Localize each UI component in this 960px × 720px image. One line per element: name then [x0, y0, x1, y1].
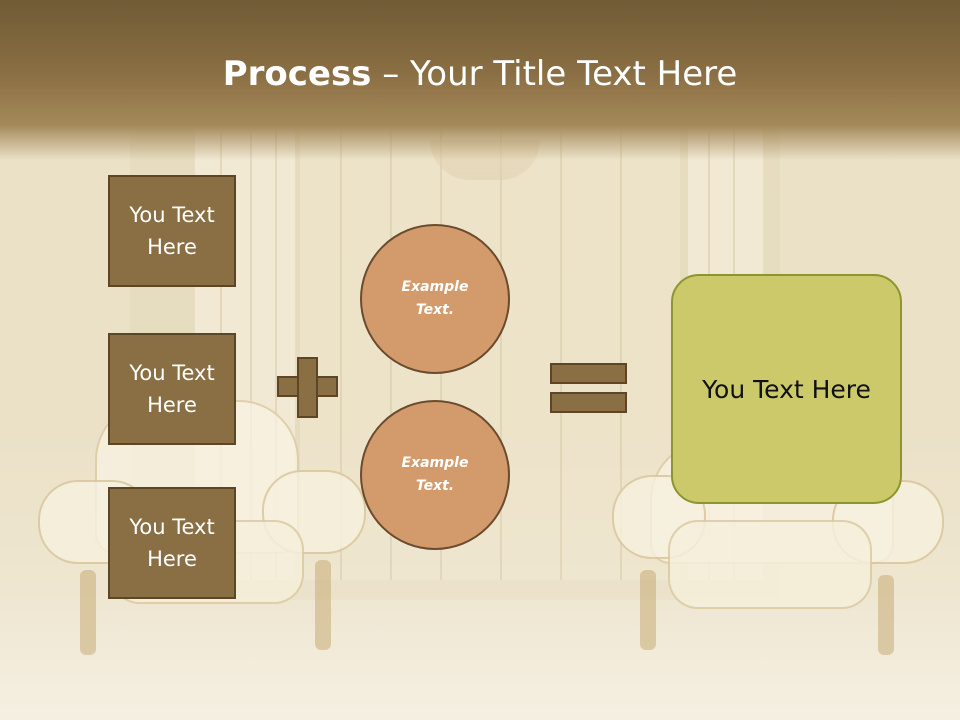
- title-bold: Process: [222, 54, 372, 94]
- example-circle-1[interactable]: Example Text.: [360, 224, 510, 374]
- result-label: You Text Here: [702, 374, 871, 404]
- header-band: [0, 0, 960, 160]
- example-circle-2[interactable]: Example Text.: [360, 400, 510, 550]
- chair-right-seat: [668, 520, 872, 609]
- text-box-2[interactable]: You Text Here: [108, 333, 236, 445]
- chair-left-leg: [80, 570, 96, 655]
- equals-icon-bottom: [550, 392, 627, 413]
- title-rest: – Your Title Text Here: [371, 54, 738, 94]
- result-box[interactable]: You Text Here: [671, 274, 902, 504]
- text-box-3[interactable]: You Text Here: [108, 487, 236, 599]
- chair-right-leg: [878, 575, 894, 655]
- chair-right-leg: [640, 570, 656, 650]
- slide-title: Process – Your Title Text Here: [0, 52, 960, 96]
- floor: [0, 600, 960, 720]
- text-box-1[interactable]: You Text Here: [108, 175, 236, 287]
- equals-icon-top: [550, 363, 627, 384]
- chair-left-leg: [315, 560, 331, 650]
- plus-icon-center: [299, 378, 316, 395]
